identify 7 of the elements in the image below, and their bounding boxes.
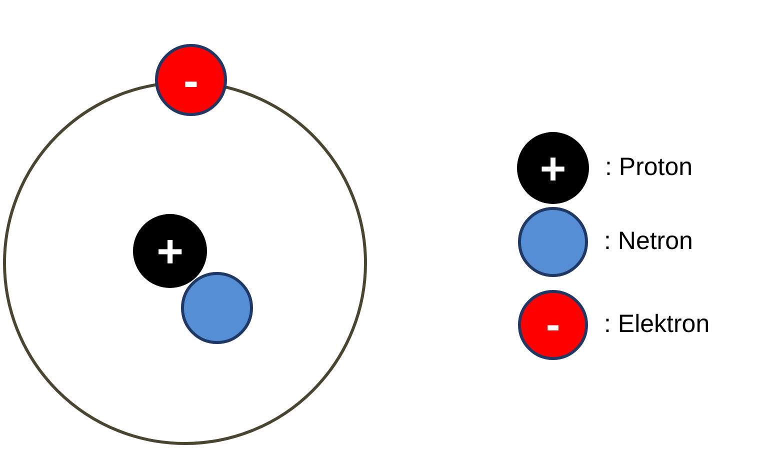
charge-sign: +	[540, 146, 566, 190]
charge-sign: -	[184, 58, 198, 102]
particle-name: : Proton	[605, 155, 693, 180]
particle-name: : Netron	[604, 229, 693, 254]
particle-name: : Elektron	[604, 312, 710, 337]
charge-sign: -	[546, 304, 560, 346]
charge-sign: +	[156, 228, 184, 274]
